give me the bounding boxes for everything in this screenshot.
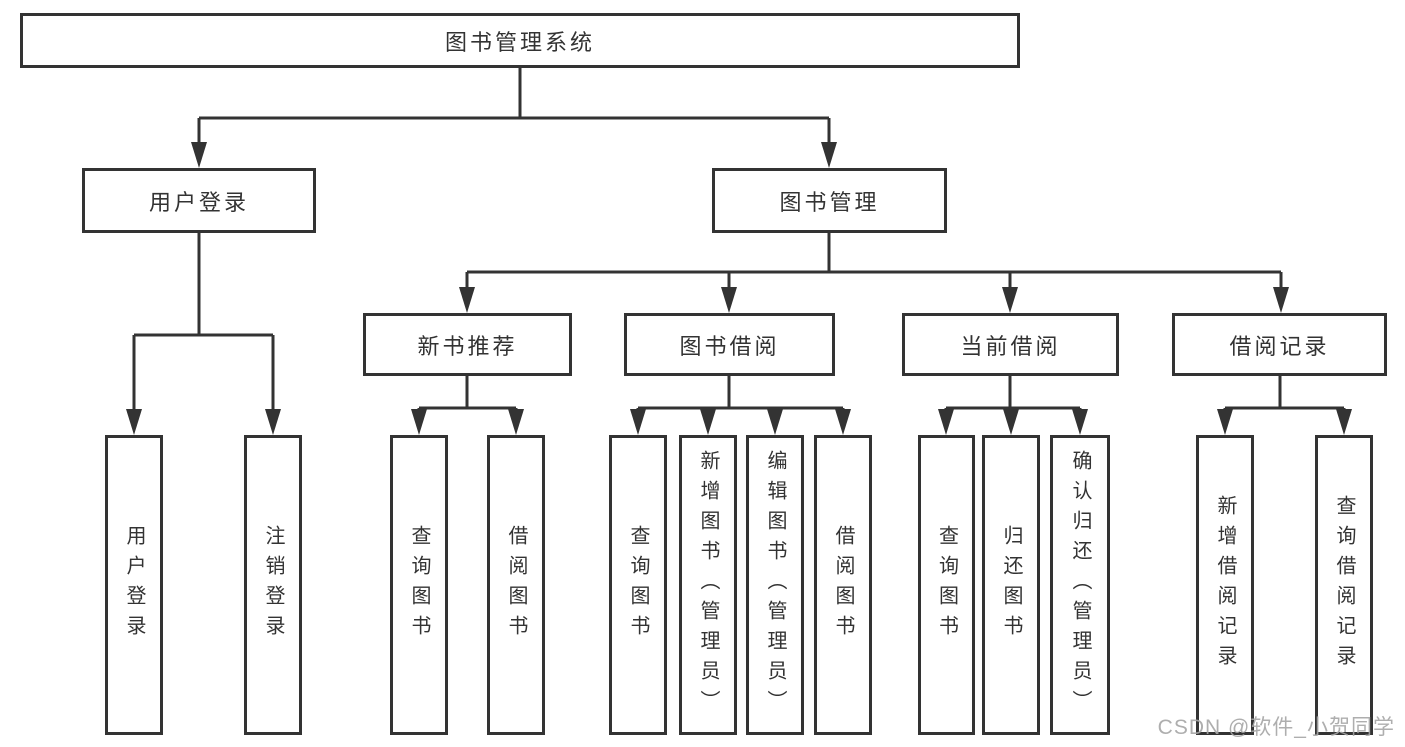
arrowhead-icon <box>630 409 646 435</box>
node-new-book-recommend-label: 新书推荐 <box>417 333 518 359</box>
arrowhead-icon <box>508 409 524 435</box>
leaf-logout-label: 注销登录 <box>262 525 284 645</box>
leaf-user-login: 用户登录 <box>105 435 163 735</box>
node-user-login: 用户登录 <box>82 168 316 233</box>
leaf-confirm-return-admin-label: 确认归还（管理员） <box>1069 450 1091 720</box>
arrowhead-icon <box>191 142 207 168</box>
leaf-confirm-return-admin: 确认归还（管理员） <box>1050 435 1110 735</box>
arrowhead-icon <box>938 409 954 435</box>
arrowhead-icon <box>767 409 783 435</box>
connector-userlogin-to-children <box>132 233 275 417</box>
leaf-borrow-books-1: 借阅图书 <box>487 435 545 735</box>
leaf-add-borrow-record: 新增借阅记录 <box>1196 435 1254 735</box>
node-root: 图书管理系统 <box>20 13 1020 68</box>
arrowhead-icon <box>821 142 837 168</box>
connector-newbookrec-to-children <box>417 376 518 419</box>
leaf-edit-books-admin-label: 编辑图书（管理员） <box>764 450 786 720</box>
node-book-borrowing-label: 图书借阅 <box>679 333 780 359</box>
leaf-query-books-1-label: 查询图书 <box>408 525 430 645</box>
leaf-query-borrow-record: 查询借阅记录 <box>1315 435 1373 735</box>
arrowhead-icon <box>411 409 427 435</box>
node-new-book-recommend: 新书推荐 <box>363 313 572 376</box>
arrowhead-icon <box>700 409 716 435</box>
leaf-query-books-1: 查询图书 <box>390 435 448 735</box>
arrowhead-icon <box>1273 287 1289 313</box>
arrowhead-icon <box>265 409 281 435</box>
leaf-query-books-3-label: 查询图书 <box>935 525 958 645</box>
arrowhead-icon <box>1336 409 1352 435</box>
connector-root-to-level2 <box>197 68 831 150</box>
leaf-query-books-3: 查询图书 <box>918 435 975 735</box>
arrowhead-icon <box>1217 409 1233 435</box>
leaf-query-books-2: 查询图书 <box>609 435 667 735</box>
leaf-borrow-books-1-label: 借阅图书 <box>505 525 527 645</box>
node-user-login-label: 用户登录 <box>148 189 249 215</box>
leaf-edit-books-admin: 编辑图书（管理员） <box>746 435 804 735</box>
leaf-return-books: 归还图书 <box>982 435 1040 735</box>
arrowhead-icon <box>1003 409 1019 435</box>
node-book-management-label: 图书管理 <box>779 189 880 215</box>
leaf-return-books-label: 归还图书 <box>1000 525 1022 645</box>
node-book-management: 图书管理 <box>712 168 947 233</box>
leaf-borrow-books-2: 借阅图书 <box>814 435 872 735</box>
node-borrowing-records: 借阅记录 <box>1172 313 1387 376</box>
leaf-add-borrow-record-label: 新增借阅记录 <box>1214 495 1236 675</box>
leaf-logout: 注销登录 <box>244 435 302 735</box>
arrowhead-icon <box>459 287 475 313</box>
leaf-borrow-books-2-label: 借阅图书 <box>832 525 854 645</box>
leaf-query-borrow-record-label: 查询借阅记录 <box>1333 495 1355 675</box>
watermark: CSDN @软件_小贺同学 <box>1157 716 1395 739</box>
node-current-borrowing: 当前借阅 <box>902 313 1119 376</box>
connector-bookmgmt-to-level3 <box>465 233 1283 295</box>
leaf-user-login-label: 用户登录 <box>123 525 145 645</box>
arrowhead-icon <box>1002 287 1018 313</box>
node-borrowing-records-label: 借阅记录 <box>1229 333 1330 359</box>
connector-bookborrow-to-children <box>636 376 845 419</box>
connector-borrowrecords-to-children <box>1223 376 1346 419</box>
leaf-add-books-admin-label: 新增图书（管理员） <box>697 450 719 720</box>
leaf-query-books-2-label: 查询图书 <box>627 525 649 645</box>
arrowhead-icon <box>126 409 142 435</box>
node-root-label: 图书管理系统 <box>444 29 595 55</box>
leaf-add-books-admin: 新增图书（管理员） <box>679 435 737 735</box>
node-current-borrowing-label: 当前借阅 <box>960 333 1061 359</box>
arrowhead-icon <box>835 409 851 435</box>
arrowhead-icon <box>1072 409 1088 435</box>
arrowhead-icon <box>721 287 737 313</box>
node-book-borrowing: 图书借阅 <box>624 313 835 376</box>
